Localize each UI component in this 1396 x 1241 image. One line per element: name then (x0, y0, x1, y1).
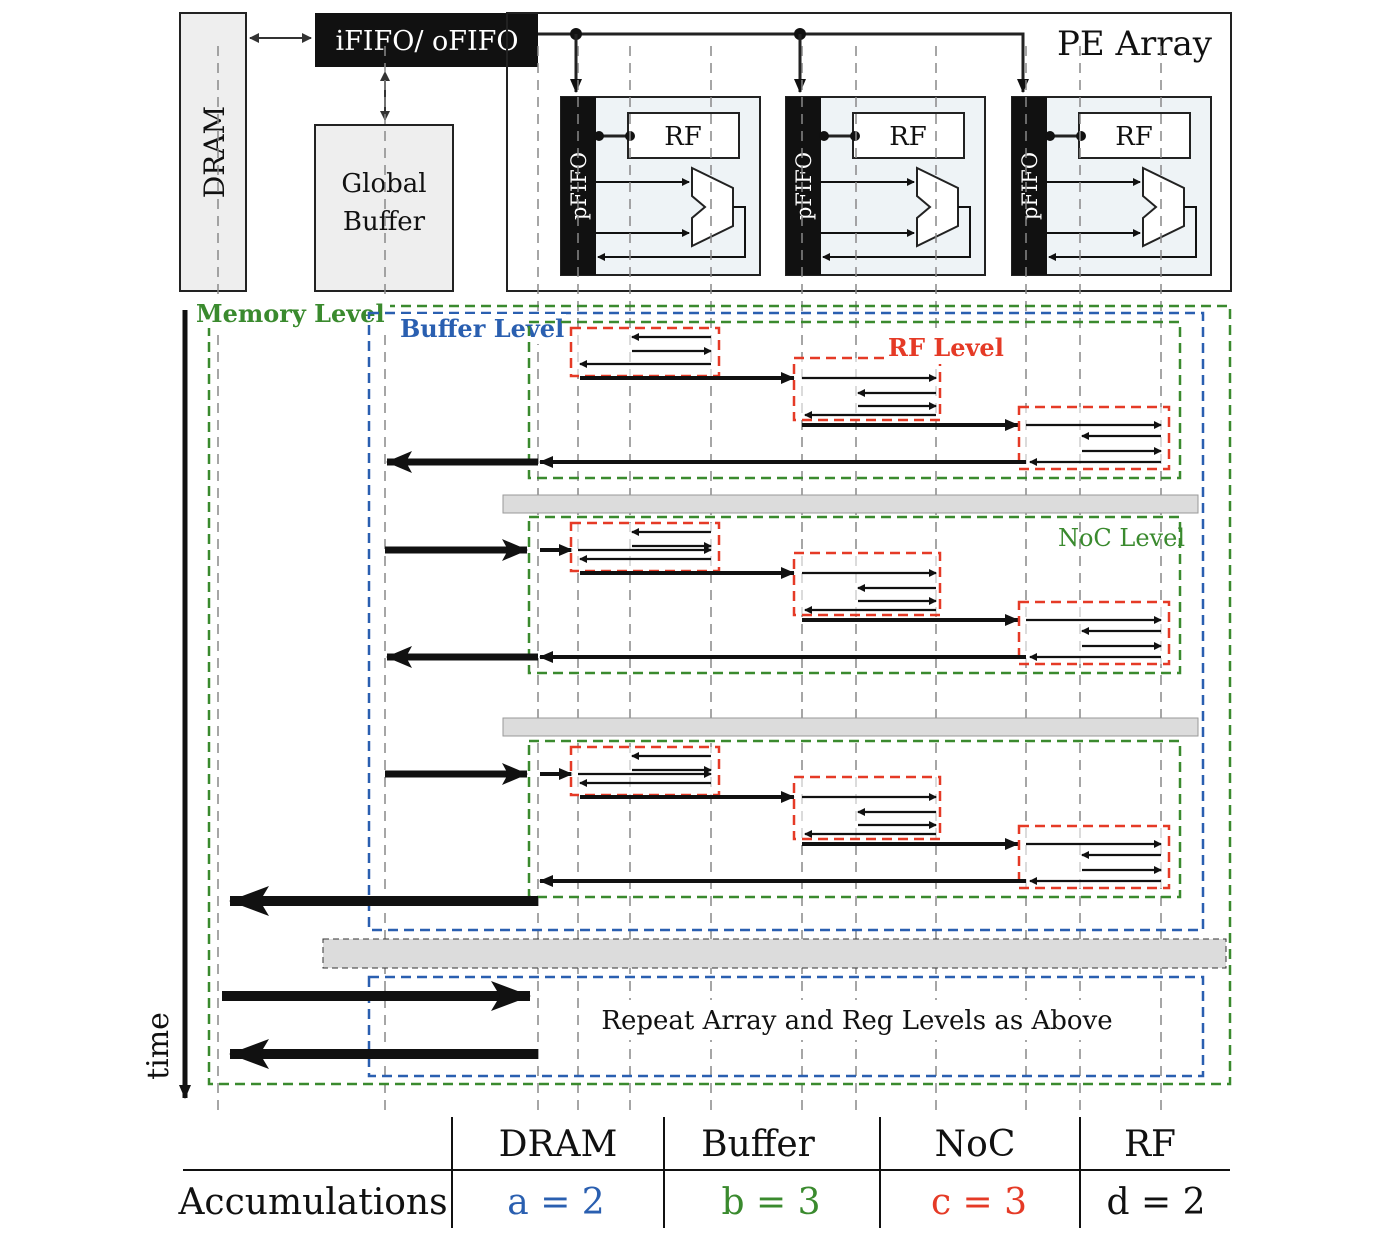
noc-level-frame (527, 515, 1182, 675)
pe-units: pFIFO RF pFIFO RF pFIFO RF (560, 96, 1212, 276)
buffer-level-label: Buffer Level (400, 314, 564, 343)
pe-feedback-arrow (1048, 206, 1197, 261)
accumulation-value-a: a = 2 (507, 1182, 604, 1223)
pe-unit-1: pFIFO RF (560, 96, 761, 276)
noc-groups (385, 320, 1182, 899)
time-axis-label: time (141, 1012, 176, 1080)
table-header-buffer: Buffer (701, 1124, 816, 1165)
dram-block (179, 12, 247, 292)
link-dot (850, 131, 860, 141)
pfifo-block (1012, 97, 1047, 275)
link-dot (1045, 131, 1055, 141)
rf-level-frame (1017, 405, 1171, 471)
noc-group-1 (386, 320, 1182, 480)
pe-feedback-arrow (597, 206, 746, 261)
adder-icon (1142, 166, 1185, 248)
table-row-label: Accumulations (177, 1182, 447, 1223)
noc-group-3 (385, 739, 1182, 899)
noc-group-2 (385, 515, 1182, 675)
rf-block (627, 112, 740, 159)
pe-array-label: PE Array (1057, 24, 1213, 64)
rf-label: RF (1115, 122, 1153, 152)
global-buffer-label-1: Global (341, 169, 426, 199)
fifo-label: iFIFO/ oFIFO (335, 26, 518, 57)
rf-level-frame (792, 551, 942, 617)
pe-unit-2: pFIFO RF (785, 96, 986, 276)
buffer-level-frame (367, 311, 1205, 932)
pe-feedback-arrow (822, 206, 971, 261)
rf-block (852, 112, 965, 159)
separator-3 (322, 938, 1227, 969)
separator-1 (502, 494, 1199, 514)
rf-level-frame (1017, 824, 1171, 890)
link-dot (819, 131, 829, 141)
pfifo-label: pFIFO (567, 152, 591, 220)
accumulation-value-c: c = 3 (931, 1182, 1027, 1223)
rf-level-frame (792, 775, 942, 841)
dram-label: DRAM (198, 106, 231, 198)
noc-level-frame (527, 739, 1182, 899)
rf-label: RF (889, 122, 927, 152)
rf-level-frame (792, 356, 942, 422)
accumulation-table: DRAM Buffer NoC RF Accumulations a = 2 b… (177, 1117, 1230, 1228)
distribution-bus (538, 32, 1029, 93)
noc-level-frame (527, 320, 1182, 480)
global-buffer-block (314, 124, 454, 292)
repeat-buffer-frame (367, 975, 1205, 1078)
pfifo-label: pFIFO (792, 152, 816, 220)
rf-level-frame (1017, 600, 1171, 666)
pe-unit-3: pFIFO RF (1011, 96, 1212, 276)
rf-block (1078, 112, 1191, 159)
link-dot (594, 131, 604, 141)
pfifo-label: pFIFO (1018, 152, 1042, 220)
table-header-rf: RF (1124, 1124, 1176, 1165)
pfifo-block (786, 97, 821, 275)
rf-label: RF (664, 122, 702, 152)
rf-level-label: RF Level (888, 333, 1004, 362)
noc-level-label: NoC Level (1058, 524, 1185, 552)
table-header-dram: DRAM (499, 1124, 618, 1165)
memory-level-label: Memory Level (196, 299, 385, 328)
separator-2 (502, 717, 1199, 737)
pe-array-frame (506, 12, 1232, 292)
table-header-noc: NoC (935, 1124, 1016, 1165)
repeat-note: Repeat Array and Reg Levels as Above (601, 1006, 1112, 1036)
memory-level-frame (207, 304, 1232, 1086)
hardware-section: DRAM iFIFO/ oFIFO Global Buffer PE Array… (179, 12, 1232, 292)
accumulation-value-d: d = 2 (1107, 1182, 1206, 1223)
link-dot (1076, 131, 1086, 141)
adder-icon (691, 166, 734, 248)
accumulation-value-b: b = 3 (722, 1182, 821, 1223)
adder-icon (916, 166, 959, 248)
fifo-block (315, 13, 538, 67)
